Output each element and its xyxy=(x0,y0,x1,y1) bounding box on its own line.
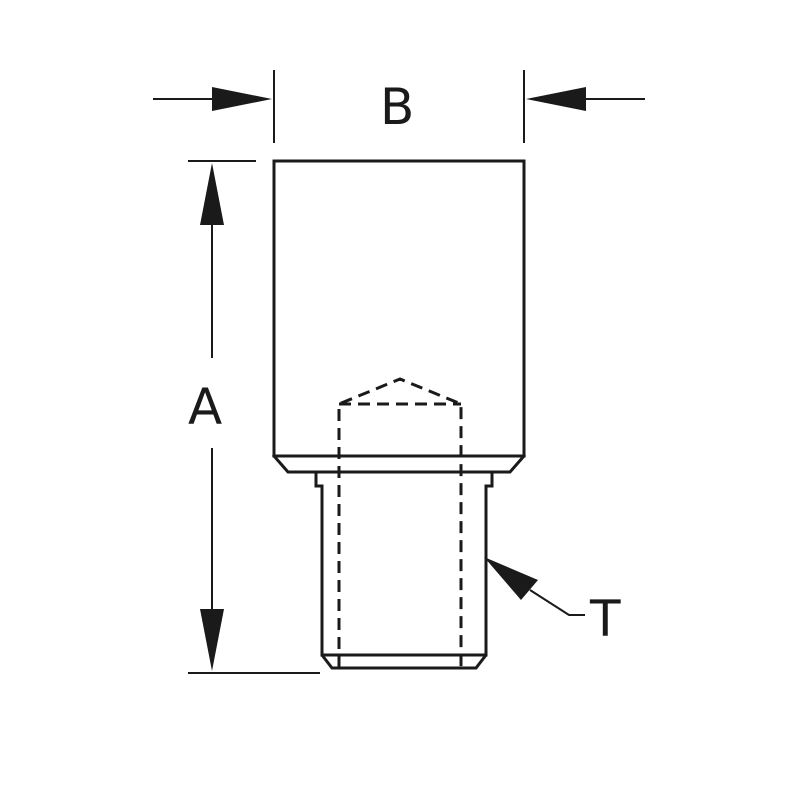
thread-arrow xyxy=(484,557,538,600)
thread-leader xyxy=(529,589,585,616)
hidden-bore xyxy=(337,377,463,668)
dim-a-label: A xyxy=(188,378,223,436)
body-outline xyxy=(272,159,526,458)
dim-b-arrow-left xyxy=(212,87,272,111)
thread-label: T xyxy=(590,590,621,648)
dim-a-arrow-bottom xyxy=(200,609,224,671)
body-chamfer xyxy=(271,453,527,474)
dim-b-label: B xyxy=(380,78,415,136)
shank-outline xyxy=(314,470,494,670)
dim-a-arrow-top xyxy=(200,163,224,225)
dim-b-arrow-right xyxy=(526,87,586,111)
